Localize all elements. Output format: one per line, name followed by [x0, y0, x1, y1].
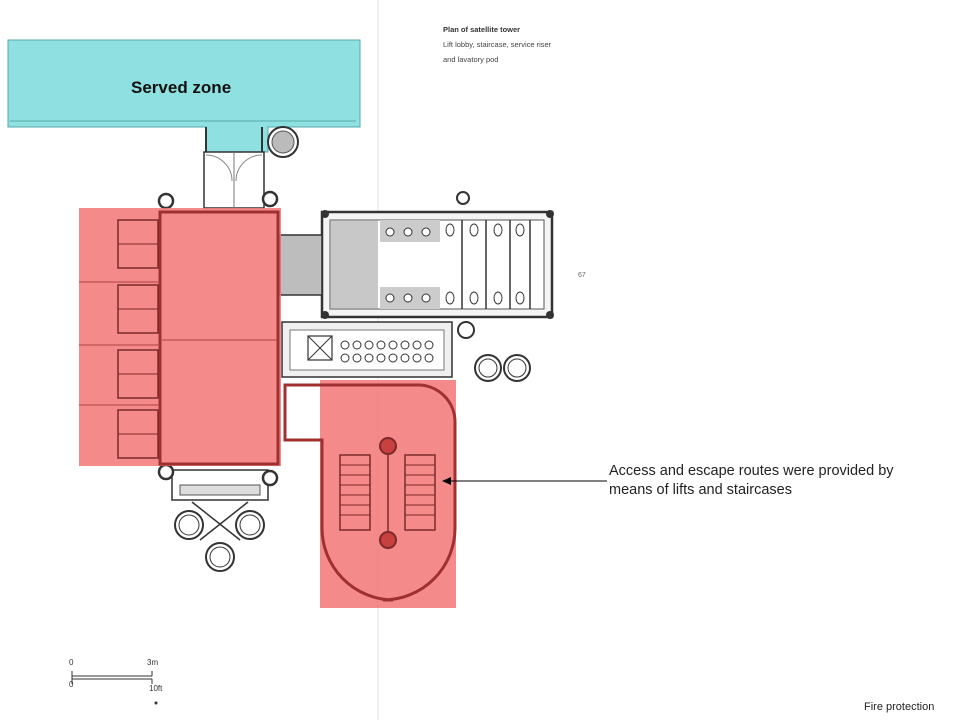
served-zone-label: Served zone — [131, 78, 232, 97]
services-band — [281, 321, 453, 378]
page-marker: 67 — [578, 272, 586, 279]
lavatory-pod — [320, 191, 554, 319]
plan-title-block: Plan of satellite tower Lift lobby, stai… — [443, 22, 551, 67]
escape-route-lift-lobby — [79, 208, 281, 466]
plan-title: Plan of satellite tower — [443, 25, 521, 34]
scale-metric-end: 3m — [147, 658, 159, 667]
served-zone-area — [7, 39, 361, 153]
footer-label: Fire protection — [864, 701, 935, 713]
escape-route-staircase — [283, 380, 457, 608]
plan-subtitle-line2: and lavatory pod — [443, 55, 499, 64]
callout-arrow — [442, 477, 607, 485]
callout-text: Access and escape routes were provided b… — [609, 463, 894, 498]
scale-metric-start: 0 — [69, 658, 74, 667]
scale-imperial-start: 0 — [69, 680, 74, 689]
service-riser-circle — [267, 126, 299, 158]
scale-imperial-end: 10ft — [149, 684, 163, 693]
scale-bar — [71, 671, 153, 684]
plan-subtitle-line1: Lift lobby, staircase, service riser — [443, 40, 552, 49]
